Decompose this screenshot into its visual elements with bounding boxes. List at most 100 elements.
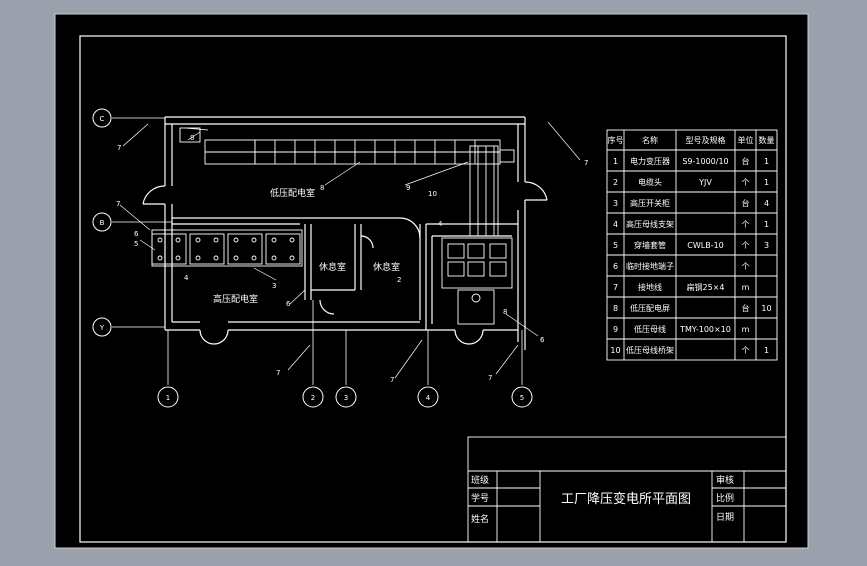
legend-cell-no: 8 [613,304,618,313]
legend-table-grid [606,129,778,361]
callout-label: 10 [428,190,437,198]
legend-cell-unit: 个 [742,241,750,250]
legend-cell-no: 10 [610,346,620,355]
axis-label-col-3: 3 [344,394,348,402]
callout-label: 6 [134,230,139,238]
axis-label-col-1: 1 [166,394,170,402]
title-block-review: 审核 [716,474,734,486]
room-label-rest-2: 休息室 [373,261,400,273]
legend-cell-name: 电力变压器 [630,156,670,166]
axis-label-row-bottom: Y [99,324,105,332]
legend-cell-name: 电缆头 [638,177,662,187]
title-block-grid [467,436,787,543]
legend-cell-no: 6 [613,262,618,271]
building-walls [142,116,548,350]
legend-cell-no: 2 [613,178,618,187]
legend-cell-no: 4 [613,220,618,229]
axis-bubble-row-bottom [92,317,112,337]
drawing-title: 工厂降压变电所平面图 [561,491,691,507]
axis-bubble-col-3 [335,386,357,408]
legend-cell-name: 接地线 [638,282,662,292]
axis-label-row-mid: B [100,219,105,227]
axis-bubble-col-4 [417,386,439,408]
callout-label: 6 [540,336,545,344]
legend-cell-spec: YJV [698,178,712,187]
legend-cell-unit: 个 [742,262,750,271]
axis-bubble-col-2 [302,386,324,408]
room-label-high-voltage: 高压配电室 [213,293,258,305]
axis-label-col-4: 4 [426,394,431,402]
legend-cell-unit: m [742,325,750,334]
legend-cell-qty: 1 [764,178,769,187]
axis-lines [112,117,523,385]
callout-label: 4 [438,220,443,228]
callout-label: 7 [116,200,120,208]
legend-cell-name: 高压母线支架 [626,219,674,229]
callout-label: 9 [406,184,410,192]
axis-bubbles [92,108,533,408]
legend-cell-unit: 个 [742,220,750,229]
title-block-date: 日期 [716,512,734,523]
title-block-class: 班级 [471,474,489,486]
transformer [441,237,513,325]
legend-cell-name: 高压开关柜 [630,198,670,208]
legend-cell-name: 临时接地端子 [626,261,674,271]
legend-cell-no: 9 [613,325,618,334]
legend-cell-unit: 个 [742,178,750,187]
title-block-student-id: 学号 [471,492,489,504]
legend-cell-no: 3 [613,199,618,208]
legend-table: 序号 名称 型号及规格 单位数量 1 电力变压器 S9-1000/10 台 1 2 电缆头 YJV 个 1… [608,135,775,355]
callout-label: 8 [320,184,324,192]
legend-cell-unit: 台 [742,156,750,166]
legend-cell-spec: CWLB-10 [687,241,724,250]
legend-header-cell: 序号 [608,135,624,145]
legend-cell-spec: 扁钢25×4 [687,282,725,292]
legend-cell-no: 7 [613,283,618,292]
callout-label: 7 [117,144,121,152]
title-block-name: 姓名 [471,513,489,525]
callout-label: 7 [390,376,394,384]
leader-lines [119,121,581,379]
room-label-rest-1: 休息室 [319,261,346,273]
callout-label: 5 [134,240,138,248]
low-voltage-switchgear [179,127,515,237]
legend-cell-qty: 3 [764,241,769,250]
axis-label-col-5: 5 [520,394,524,402]
legend-header-cell: 单位 [738,135,754,145]
legend-cell-name: 低压母线 [634,324,666,334]
callout-label: 4 [184,274,189,282]
axis-bubble-col-1 [157,386,179,408]
callout-label: 6 [286,300,291,308]
axis-bubble-col-5 [511,386,533,408]
callout-label: 7 [584,159,588,167]
legend-cell-qty: 1 [764,346,769,355]
legend-header-cell: 名称 [642,135,658,145]
legend-cell-qty: 1 [764,220,769,229]
callout-label: 8 [190,134,194,142]
legend-cell-name: 穿墙套管 [634,240,666,250]
callout-label: 7 [488,374,492,382]
legend-cell-spec: S9-1000/10 [682,157,728,166]
legend-cell-qty: 10 [761,304,771,313]
legend-cell-qty: 4 [764,199,769,208]
legend-cell-no: 1 [613,157,618,166]
legend-cell-spec: TMY-100×10 [679,325,731,334]
room-label-low-voltage: 低压配电室 [270,187,315,199]
callout-label: 2 [397,276,401,284]
legend-header-cell: 型号及规格 [686,135,726,145]
axis-label-col-2: 2 [311,394,315,402]
legend-cell-qty: 1 [764,157,769,166]
axis-label-row-top: C [100,115,105,123]
legend-cell-name: 低压配电屏 [630,303,670,313]
title-block-scale: 比例 [716,492,734,504]
axis-bubble-row-top [92,108,112,128]
drawing-border [79,35,787,543]
legend-cell-no: 5 [613,241,618,250]
legend-header-cell: 数量 [759,135,775,145]
callout-label: 8 [503,308,507,316]
legend-cell-unit: m [742,283,750,292]
callout-label: 7 [276,369,280,377]
callout-label: 3 [272,282,276,290]
